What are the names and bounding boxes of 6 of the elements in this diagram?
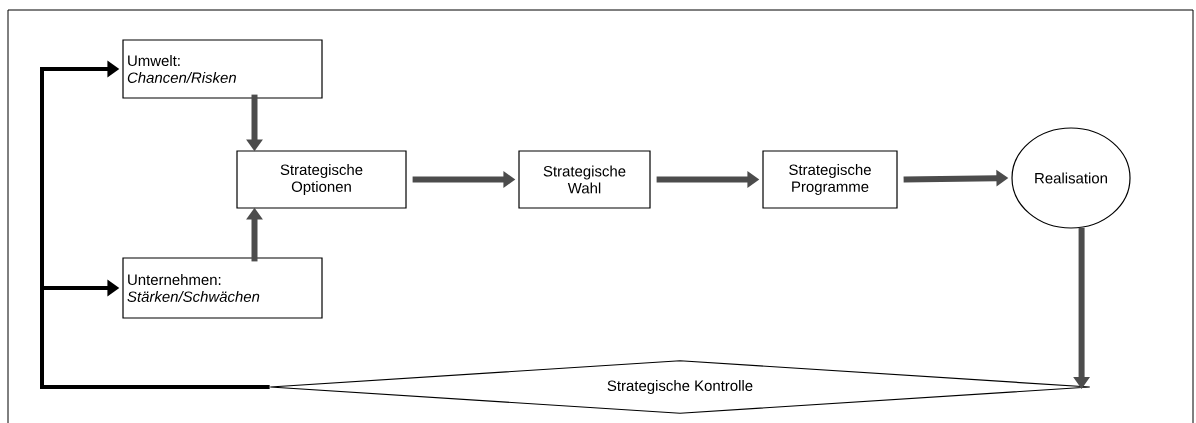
process-box: Unternehmen: Stärken/Schwächen — [122, 257, 323, 319]
process-box: Strategische Programme — [762, 150, 898, 209]
process-box: Strategische Optionen — [236, 150, 407, 209]
process-box: Umwelt: Chancen/Risken — [122, 39, 323, 99]
arrow — [40, 279, 270, 389]
process-box: Strategische Wahl — [518, 150, 651, 209]
